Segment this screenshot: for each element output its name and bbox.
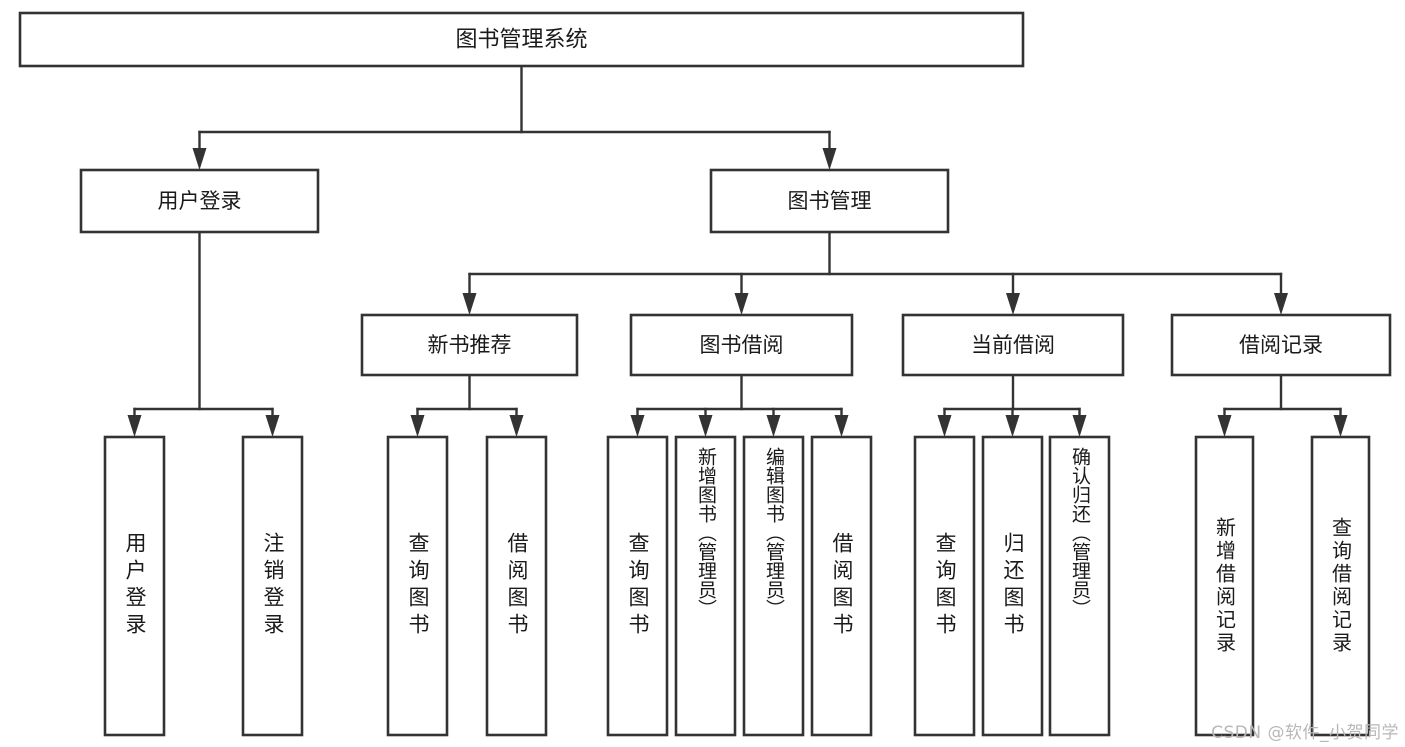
node-box-book-management[interactable] <box>709 168 950 234</box>
arrow-head-icon-leaf-borrow-book-2 <box>834 415 849 437</box>
node-label-user-login: 用户登录 <box>158 189 242 213</box>
node-box-leaf-user-login[interactable] <box>103 435 166 737</box>
connector-layer <box>127 64 1348 437</box>
arrow-head-icon-leaf-query-book-2 <box>630 415 645 437</box>
arrow-head-icon-book-management <box>822 148 837 170</box>
node-box-leaf-add-book[interactable] <box>674 435 737 737</box>
arrow-head-icon-leaf-borrow-book-1 <box>509 415 524 437</box>
node-box-leaf-edit-book[interactable] <box>742 435 805 737</box>
arrow-head-icon-leaf-add-book <box>698 415 713 437</box>
node-box-leaf-query-book-1[interactable] <box>386 435 449 737</box>
node-label-new-book-recommend: 新书推荐 <box>428 333 512 357</box>
arrow-head-icon-current-borrow <box>1006 293 1020 315</box>
arrow-head-icon-leaf-confirm-return <box>1072 415 1087 437</box>
node-box-borrow-record[interactable] <box>1170 313 1392 377</box>
arrow-head-icon-leaf-edit-book <box>766 415 781 437</box>
arrow-head-icon-borrow-record <box>1274 293 1288 315</box>
node-box-book-borrow[interactable] <box>629 313 854 377</box>
arrow-head-icon-new-book-recommend <box>462 293 477 315</box>
node-label-borrow-record: 借阅记录 <box>1239 333 1323 357</box>
node-box-leaf-return-book[interactable] <box>981 435 1044 737</box>
arrow-head-icon-leaf-query-record <box>1333 415 1348 437</box>
node-box-leaf-borrow-book-1[interactable] <box>485 435 548 737</box>
node-box-current-borrow[interactable] <box>901 313 1125 377</box>
arrow-head-icon-leaf-query-book-1 <box>410 415 425 437</box>
node-label-book-management: 图书管理 <box>788 189 872 213</box>
arrow-head-icon-book-borrow <box>734 293 749 315</box>
node-box-new-book-recommend[interactable] <box>360 313 579 377</box>
node-box-leaf-confirm-return[interactable] <box>1048 435 1111 737</box>
arrow-head-icon-leaf-logout <box>265 415 280 437</box>
arrow-head-icon-leaf-add-record <box>1217 415 1232 437</box>
arrow-head-icon-leaf-user-login <box>127 415 142 437</box>
node-label-root: 图书管理系统 <box>455 28 587 53</box>
node-box-layer <box>18 11 1392 737</box>
node-label-current-borrow: 当前借阅 <box>971 333 1055 357</box>
node-box-leaf-query-record[interactable] <box>1310 435 1371 737</box>
watermark-text: CSDN @软件_小贺同学 <box>1211 723 1399 743</box>
node-box-leaf-logout[interactable] <box>241 435 304 737</box>
node-box-leaf-add-record[interactable] <box>1194 435 1255 737</box>
arrow-head-icon-leaf-query-book-3 <box>937 415 952 437</box>
node-box-leaf-query-book-3[interactable] <box>913 435 976 737</box>
node-box-user-login[interactable] <box>79 168 320 234</box>
arrow-head-icon-user-login <box>192 148 207 170</box>
node-box-leaf-borrow-book-2[interactable] <box>810 435 873 737</box>
node-box-root[interactable] <box>18 11 1025 68</box>
node-label-book-borrow: 图书借阅 <box>700 333 784 357</box>
node-box-leaf-query-book-2[interactable] <box>606 435 669 737</box>
arrow-head-icon-leaf-return-book <box>1005 415 1020 437</box>
